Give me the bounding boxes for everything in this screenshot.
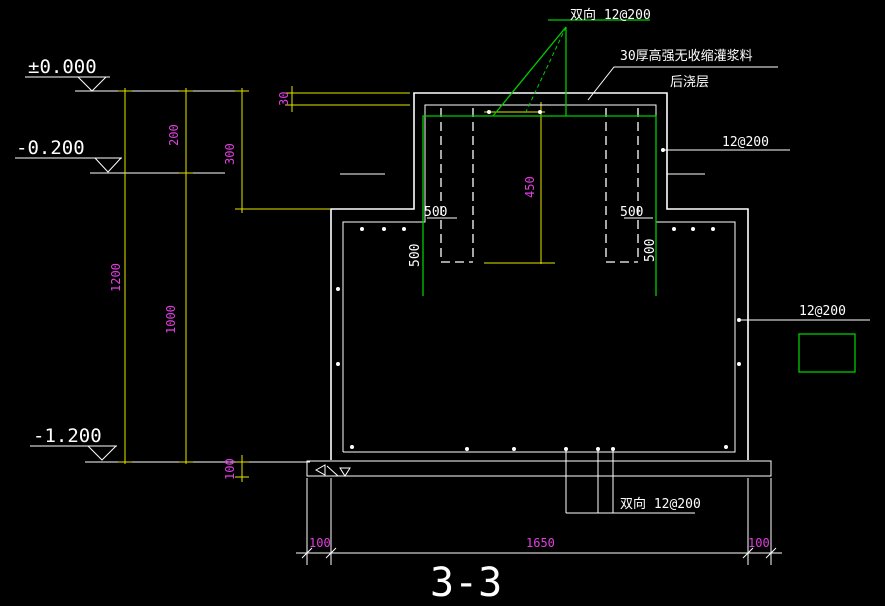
leader-lines — [427, 66, 870, 514]
dim-30: 30 — [277, 92, 291, 106]
dimension-lines — [118, 86, 555, 482]
dim-450: 450 — [523, 176, 537, 198]
grout-label: 30厚高强无收缩灌浆料 — [620, 48, 753, 64]
dim-200: 200 — [167, 124, 181, 146]
post-pour-label: 后浇层 — [670, 75, 709, 90]
dim-1650: 1650 — [526, 536, 555, 550]
dim-1200: 1200 — [109, 263, 123, 292]
base-marks — [314, 464, 351, 477]
section-title: 3-3 — [430, 560, 502, 606]
level-marker-2: -1.200 — [30, 425, 310, 463]
level-2-text: -1.200 — [33, 425, 102, 447]
dim-500-left-v: 500 — [408, 244, 423, 267]
dim-500-right-h: 500 — [620, 205, 643, 220]
dim-100-right: 100 — [748, 536, 770, 550]
level-0-text: ±0.000 — [28, 56, 97, 78]
dim-1000: 1000 — [164, 305, 178, 334]
bottom-rebar-label: 双向 12@200 — [620, 496, 701, 512]
level-1-text: -0.200 — [16, 137, 85, 159]
dim-500-right-v: 500 — [643, 239, 658, 262]
level-marker-0: ±0.000 — [25, 56, 240, 92]
bottom-dimension — [296, 478, 782, 565]
rebar-lines — [422, 19, 856, 373]
side-rebar-right-label: 12@200 — [799, 304, 846, 319]
dim-300: 300 — [223, 143, 237, 165]
top-rebar-label: 双向 12@200 — [570, 7, 651, 23]
foundation-outline — [306, 92, 772, 477]
level-marker-1: -0.200 — [15, 137, 225, 174]
dim-100-left: 100 — [309, 536, 331, 550]
rebar-dots — [336, 110, 741, 451]
dim-500-left-h: 500 — [424, 205, 447, 220]
side-rebar-upper-label: 12@200 — [722, 135, 769, 150]
dim-100-bottom: 100 — [223, 458, 237, 480]
grout-pockets — [440, 108, 639, 263]
